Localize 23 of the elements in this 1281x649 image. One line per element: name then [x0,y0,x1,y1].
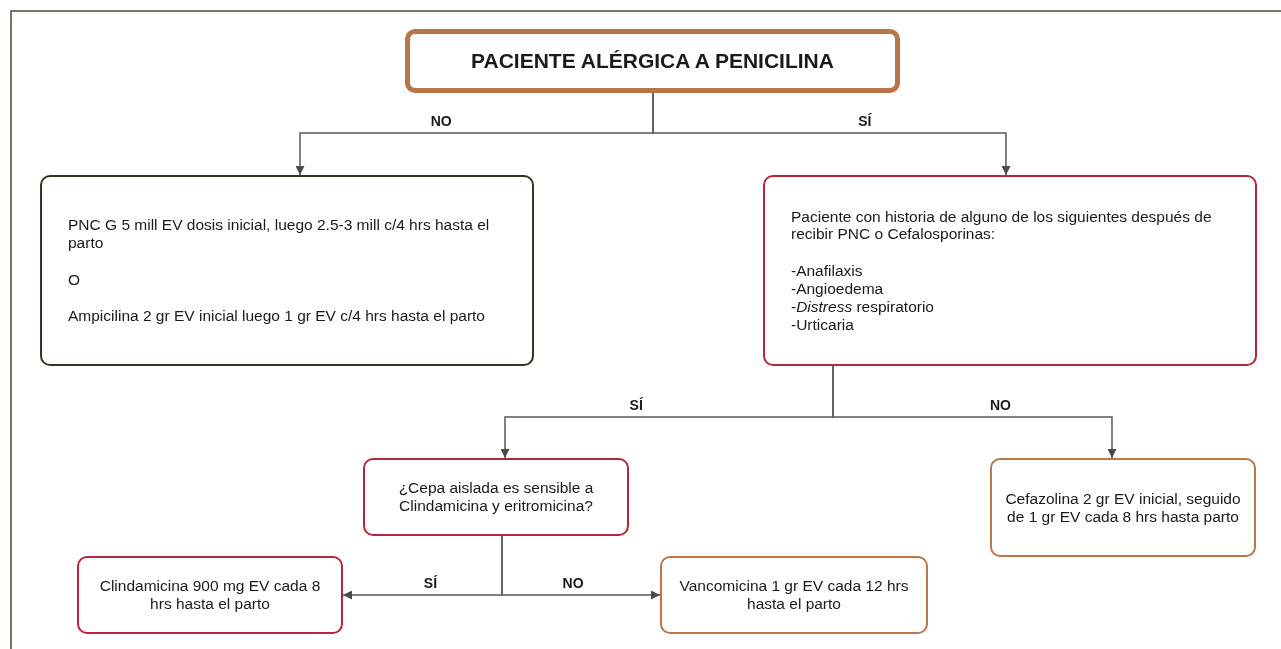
node-text: PNC G 5 mill EV dosis inicial, luego 2.5-3 mill c/4 hrs hasta el parto [68,215,491,252]
process-box [990,458,1256,557]
node-text: PACIENTE ALÉRGICA A PENICILINA [470,48,835,74]
node-text: Vancomicina 1 gr EV cada 12 hrs hasta el parto [678,577,910,613]
node-text: ¿Cepa aislada es sensible a Clindamicina y eritromicina? [397,479,595,515]
decision-box [363,458,629,536]
node-text: O [68,270,82,289]
arrow [832,365,1117,459]
process-box [40,175,534,366]
arrow [652,92,1011,176]
title-box [405,29,900,93]
node-text: -Distress respiratorio [791,297,935,316]
node-text: Paciente con historia de alguno de los siguientes después de recibir PNC o Cefalosporinas: [791,207,1213,244]
process-box [660,556,928,634]
process-box [77,556,343,634]
process-box [763,175,1257,366]
node-text: -Anafilaxis [791,262,864,280]
node-text: Clindamicina 900 mg EV cada 8 hrs hasta el parto [98,577,322,613]
node-text: -Urticaria [791,315,855,334]
node-text: -Angioedema [791,280,885,298]
node-text: Cefazolina 2 gr EV inicial, seguido de 1 gr EV cada 8 hrs hasta parto [1004,489,1242,526]
arrow [501,535,661,600]
node-text: Ampicilina 2 gr EV inicial luego 1 gr EV c/4 hrs hasta el parto [68,307,486,326]
